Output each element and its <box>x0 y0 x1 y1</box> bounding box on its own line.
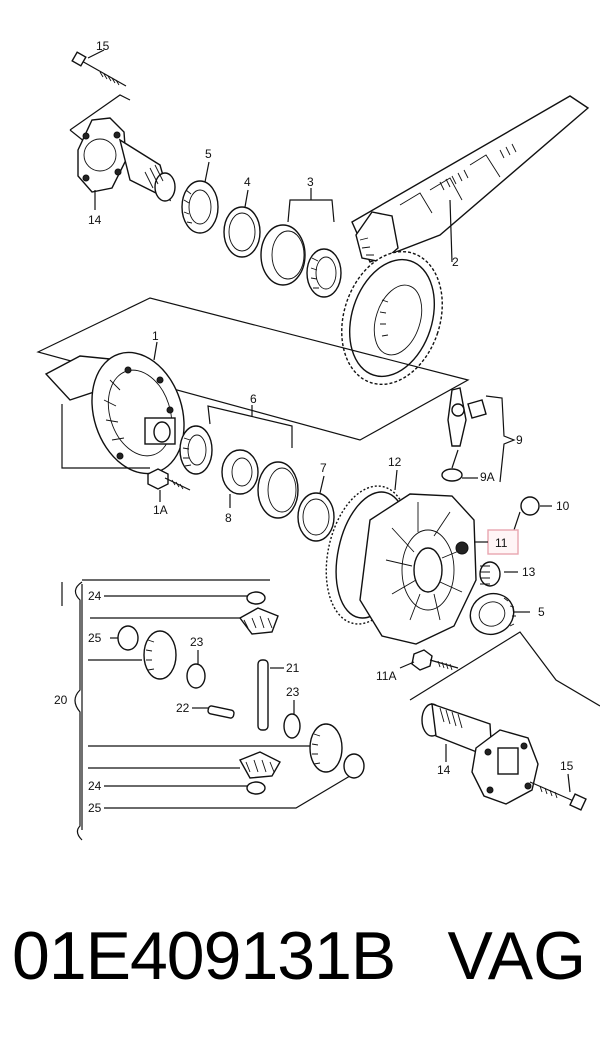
frame-top <box>36 297 470 441</box>
callout-14-top: 14 <box>88 213 102 227</box>
pinion-shaft-2 <box>351 95 590 263</box>
bush-13 <box>479 561 518 587</box>
crown-gear <box>341 250 443 386</box>
callout-11A: 11A <box>376 669 396 683</box>
brand-name: VAG <box>447 918 586 994</box>
callout-24-top: 24 <box>88 589 102 603</box>
callout-20: 20 <box>54 693 68 707</box>
callout-23-mid: 23 <box>286 685 300 699</box>
bolt-15-bottom <box>529 773 587 811</box>
bearing-6 <box>179 405 299 519</box>
callout-25-top: 25 <box>88 631 102 645</box>
callout-22: 22 <box>176 701 190 715</box>
frame-mid-left <box>61 404 150 469</box>
seal-5-right <box>469 592 530 636</box>
callout-8: 8 <box>225 511 232 525</box>
part-number: 01E409131B <box>12 918 396 994</box>
callout-25-bottom: 25 <box>88 801 102 815</box>
callout-1A: 1A <box>153 503 168 517</box>
frame-bottom <box>81 579 600 830</box>
flange-shaft-14-top <box>69 94 176 210</box>
callout-13: 13 <box>522 565 536 579</box>
sensor-9 <box>441 387 516 483</box>
callout-11: 11 <box>495 536 508 550</box>
callout-9: 9 <box>516 433 523 447</box>
callout-3: 3 <box>307 175 314 189</box>
housing-1 <box>44 341 185 475</box>
bearing-3 <box>260 188 342 298</box>
callout-6: 6 <box>250 392 257 406</box>
callout-15-top: 15 <box>96 39 110 53</box>
seal-5-top <box>181 161 219 234</box>
callout-4: 4 <box>244 175 251 189</box>
callout-12: 12 <box>388 455 402 469</box>
callout-2: 2 <box>452 255 459 269</box>
callout-7: 7 <box>320 461 327 475</box>
ring-7 <box>297 475 335 542</box>
callout-24-bottom: 24 <box>88 779 102 793</box>
gear-group-20 <box>88 591 365 809</box>
differential-case <box>325 469 477 645</box>
bolt-15-top <box>71 49 127 87</box>
callout-15-bottom: 15 <box>560 759 574 773</box>
exploded-parts-diagram: 15 14 5 4 3 2 1 6 7 12 9 9A 10 11 13 5 1… <box>36 39 600 841</box>
bolt-1A <box>147 468 191 502</box>
callout-21: 21 <box>286 661 300 675</box>
callout-10: 10 <box>556 499 570 513</box>
callout-5-top: 5 <box>205 147 212 161</box>
ring-4 <box>223 189 261 258</box>
callout-5-right: 5 <box>538 605 545 619</box>
callout-23-top: 23 <box>190 635 204 649</box>
flange-shaft-14-bottom <box>421 702 539 805</box>
footer: 01E409131B VAG <box>0 910 600 1020</box>
callout-9A: 9A <box>480 470 495 484</box>
callout-14-bottom: 14 <box>437 763 451 777</box>
bolt-11A <box>399 649 459 671</box>
callout-1: 1 <box>152 329 159 343</box>
plug-10 <box>503 496 552 533</box>
